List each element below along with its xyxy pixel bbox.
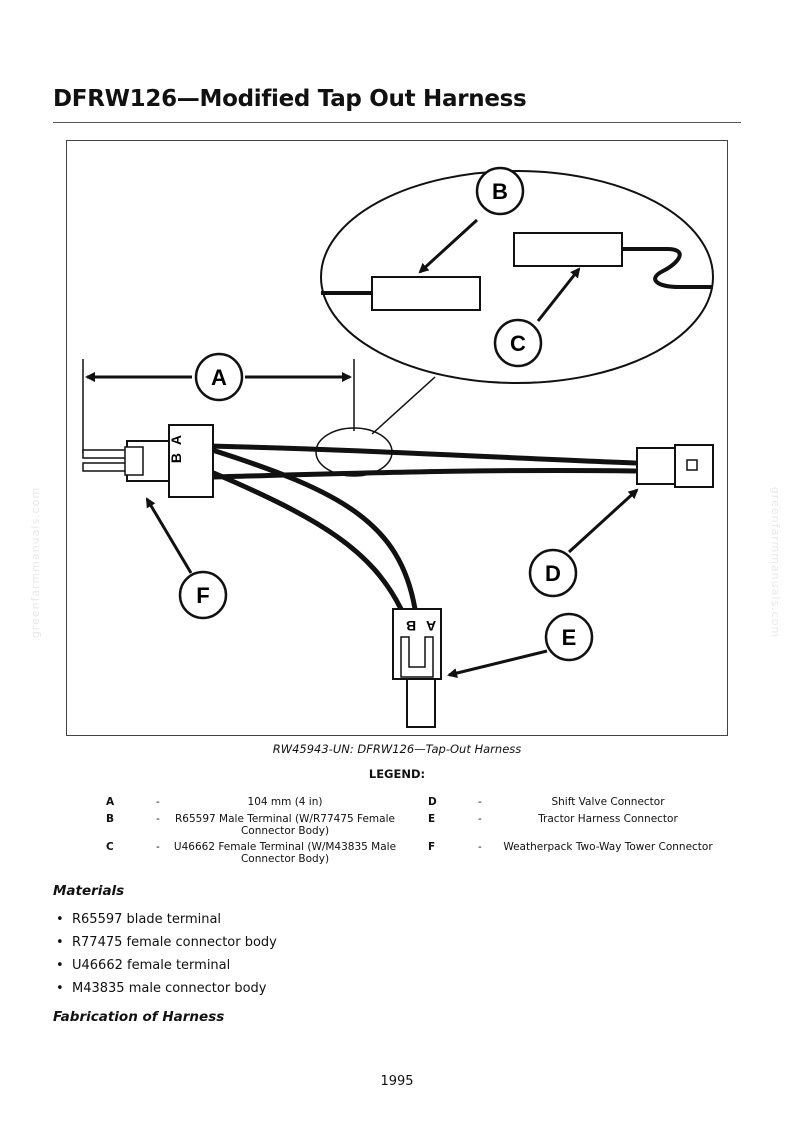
callout-a-label: A xyxy=(211,365,227,390)
legend-dash-a: - xyxy=(156,796,160,808)
bullet-icon: • xyxy=(56,912,64,927)
pin-label-b: B xyxy=(168,453,184,463)
legend-title: LEGEND: xyxy=(368,767,426,781)
bullet-icon: • xyxy=(56,958,64,973)
pin-label-e-b: B xyxy=(406,618,416,634)
callout-a: A xyxy=(194,352,244,402)
connector-d xyxy=(636,444,714,488)
list-item: • U46662 female terminal xyxy=(56,954,277,977)
legend-desc-d: Shift Valve Connector xyxy=(551,796,665,808)
bullet-icon: • xyxy=(56,935,64,950)
material-label: M43835 male connector body xyxy=(72,981,267,996)
legend-desc-f: Weatherpack Two-Way Tower Connector xyxy=(503,841,713,853)
callout-b-arrow xyxy=(418,218,479,274)
dimension-a xyxy=(82,359,355,453)
callout-d: D xyxy=(528,548,578,598)
legend-desc-c: U46662 Female Terminal (W/M43835 Male Co… xyxy=(173,841,397,865)
detail-terminal-c xyxy=(513,232,623,267)
connector-e: B A xyxy=(392,608,442,728)
list-item: • R65597 blade terminal xyxy=(56,908,277,931)
callout-d-arrow xyxy=(567,488,639,554)
pin-label-a: A xyxy=(168,435,184,445)
legend-desc-a: 104 mm (4 in) xyxy=(247,796,323,808)
legend-dash-e: - xyxy=(478,813,482,825)
callout-c-arrow xyxy=(536,267,581,322)
material-label: R77475 female connector body xyxy=(72,935,277,950)
page-title: DFRW126—Modified Tap Out Harness xyxy=(53,86,527,112)
legend-dash-d: - xyxy=(478,796,482,808)
legend-desc-b: R65597 Male Terminal (W/R77475 Female Co… xyxy=(175,813,395,837)
pin-label-e-a: A xyxy=(426,618,436,634)
watermark-right: greenfarmmanuals.com xyxy=(769,486,783,639)
callout-e: E xyxy=(544,612,594,662)
title-divider xyxy=(53,122,741,123)
list-item: • R77475 female connector body xyxy=(56,931,277,954)
detail-terminal-b xyxy=(371,276,481,311)
callout-c: C xyxy=(493,318,543,368)
harness-wires xyxy=(206,443,638,612)
detail-leader-line xyxy=(371,376,436,435)
legend-desc-e: Tractor Harness Connector xyxy=(538,813,678,825)
callout-f-label: F xyxy=(196,583,209,608)
fabrication-heading: Fabrication of Harness xyxy=(53,1009,225,1025)
material-label: U46662 female terminal xyxy=(72,958,231,973)
legend-dash-c: - xyxy=(156,841,160,853)
watermark-left: greenfarmmanuals.com xyxy=(29,486,43,639)
materials-heading: Materials xyxy=(53,883,125,899)
detail-wire-right xyxy=(622,247,713,289)
page-number: 1995 xyxy=(380,1074,414,1089)
callout-f-arrow xyxy=(145,497,193,574)
materials-list: • R65597 blade terminal • R77475 female co… xyxy=(56,908,277,1000)
callout-e-label: E xyxy=(562,625,577,650)
harness-diagram: B A B A A B xyxy=(82,166,714,728)
material-label: R65597 blade terminal xyxy=(72,912,222,927)
detail-magnifier xyxy=(320,170,714,384)
callout-c-label: C xyxy=(510,331,526,356)
callout-e-arrow xyxy=(447,649,548,678)
harness-figure: B A B A A B xyxy=(66,140,728,736)
list-item: • M43835 male connector body xyxy=(56,977,277,1000)
legend-key-b: B xyxy=(106,813,115,825)
legend-key-c: C xyxy=(106,841,114,853)
legend-key-a: A xyxy=(106,796,115,808)
detail-source-ellipse xyxy=(315,427,393,477)
legend-key-e: E xyxy=(428,813,436,825)
legend-key-d: D xyxy=(428,796,437,808)
bullet-icon: • xyxy=(56,981,64,996)
callout-d-label: D xyxy=(545,561,561,586)
callout-f: F xyxy=(178,570,228,620)
legend-dash-f: - xyxy=(478,841,482,853)
legend-key-f: F xyxy=(428,841,436,853)
connector-f: B A xyxy=(82,424,214,498)
callout-b: B xyxy=(475,166,525,216)
figure-caption: RW45943-UN: DFRW126—Tap-Out Harness xyxy=(272,742,522,756)
callout-b-label: B xyxy=(492,179,508,204)
legend-dash-b: - xyxy=(156,813,160,825)
